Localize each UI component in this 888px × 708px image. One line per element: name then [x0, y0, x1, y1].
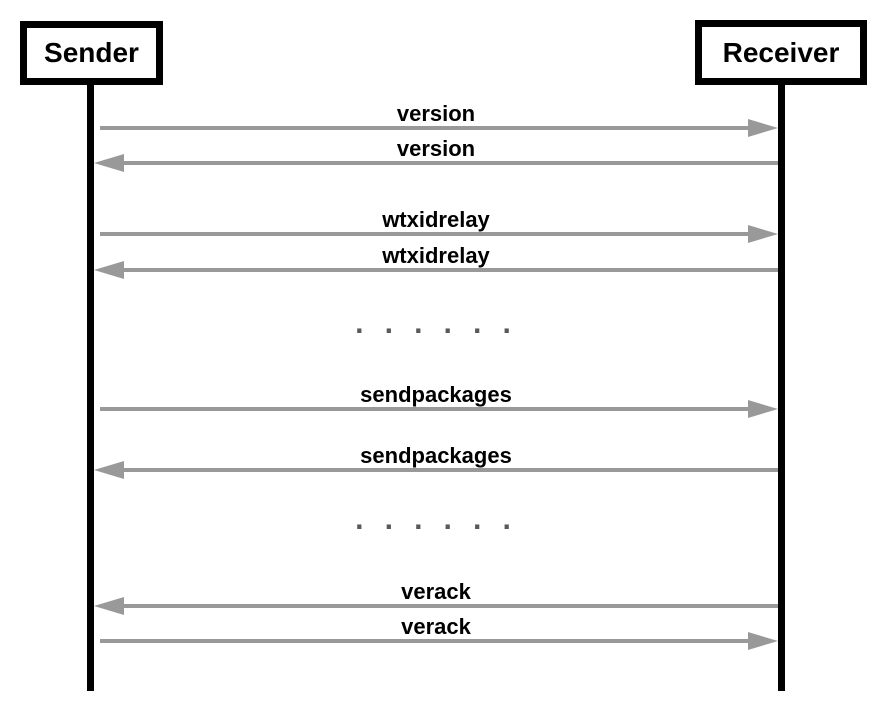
message-label: verack — [401, 614, 471, 639]
message-label: version — [396, 101, 476, 126]
arrowhead-right-icon — [748, 225, 778, 243]
participant-label-receiver: Receiver — [722, 36, 840, 68]
arrow-shaft — [118, 161, 778, 165]
arrow-shaft — [100, 639, 754, 643]
arrowhead-right-icon — [748, 119, 778, 137]
arrowhead-left-icon — [94, 597, 124, 615]
arrow-shaft — [100, 232, 754, 236]
participant-box-receiver: Receiver — [695, 20, 867, 85]
message-label: verack — [401, 579, 471, 604]
ellipsis-dots: . . . . . . — [354, 311, 518, 339]
message-label: wtxidrelay — [382, 243, 490, 268]
participant-box-sender: Sender — [20, 21, 163, 85]
arrowhead-right-icon — [748, 632, 778, 650]
message-label: sendpackages — [360, 382, 512, 407]
ellipsis-dots: . . . . . . — [354, 507, 518, 535]
arrow-shaft — [118, 468, 778, 472]
arrowhead-left-icon — [94, 154, 124, 172]
lifeline-receiver — [778, 84, 785, 691]
message-label: wtxidrelay — [382, 207, 490, 232]
arrowhead-left-icon — [94, 261, 124, 279]
arrow-shaft — [118, 268, 778, 272]
arrowhead-left-icon — [94, 461, 124, 479]
arrow-shaft — [100, 126, 754, 130]
arrowhead-right-icon — [748, 400, 778, 418]
message-label: sendpackages — [360, 443, 512, 468]
arrow-shaft — [118, 604, 778, 608]
arrow-shaft — [100, 407, 754, 411]
lifeline-sender — [87, 84, 94, 691]
message-label: version — [396, 136, 476, 161]
participant-label-sender: Sender — [44, 37, 139, 68]
